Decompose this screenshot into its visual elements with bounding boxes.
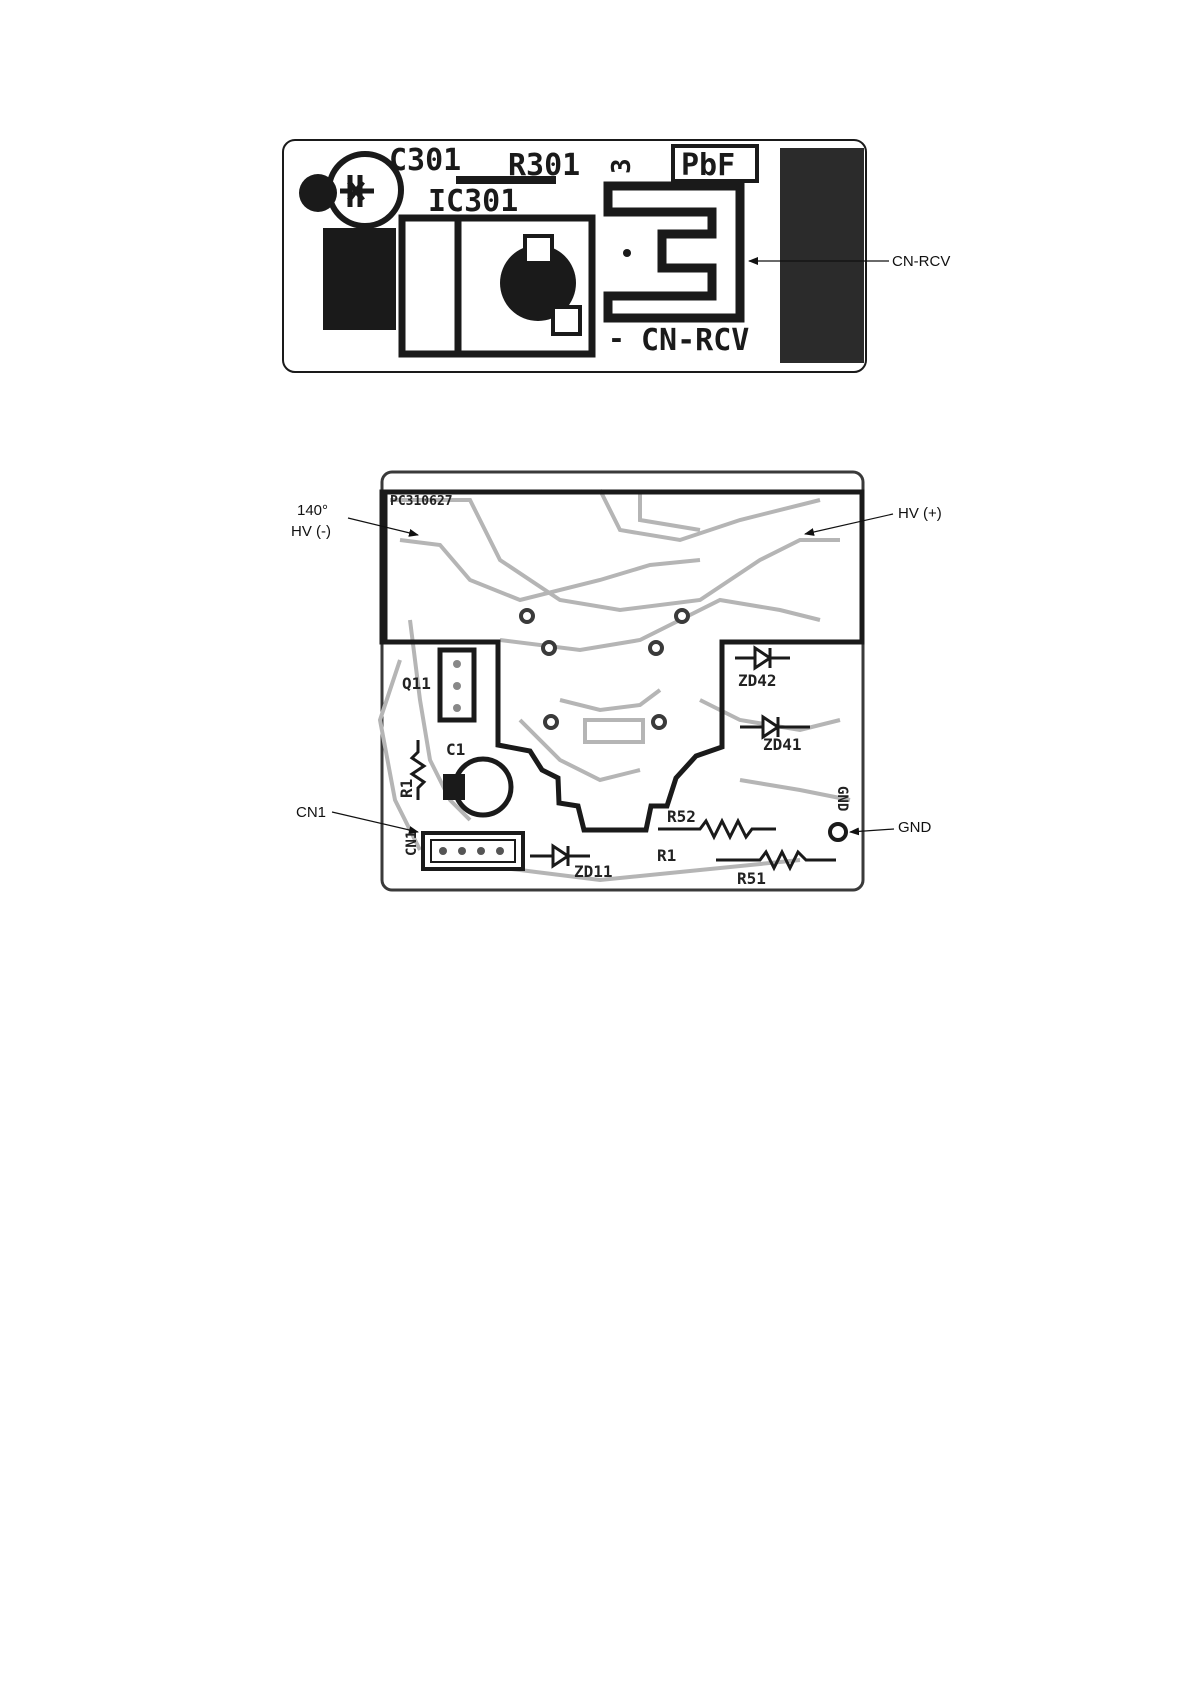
silk-c301: C301 (389, 143, 461, 178)
hv-board: PC310627 Q11 C1 R1 CN1 ZD42 ZD41 ZD11 R5… (291, 472, 942, 890)
callout-hv-plus: HV (+) (898, 505, 942, 522)
callout-angle: 140° (297, 502, 328, 519)
silk-board-code: PC310627 (390, 494, 453, 509)
silk-r301: R301 (508, 148, 580, 183)
callout-hv-minus: HV (-) (291, 523, 331, 540)
silk-q11: Q11 (402, 674, 431, 693)
cn1-footprint (423, 833, 523, 869)
silk-r52: R52 (667, 807, 696, 826)
ic301-footprint (402, 218, 592, 354)
silk-r51: R51 (737, 869, 766, 888)
silk-gnd: GND (834, 786, 850, 811)
q11-footprint (440, 650, 474, 720)
cn-rcv-connector (608, 186, 740, 318)
gnd-pad (830, 824, 846, 840)
callout-cn-rcv: CN-RCV (892, 253, 950, 270)
silk-pin-dash: - (608, 322, 625, 355)
silk-cn-rcv: CN-RCV (641, 323, 749, 358)
callout-gnd: GND (898, 819, 932, 836)
silk-zd11: ZD11 (574, 862, 613, 881)
silk-pin3: 3 (607, 158, 637, 174)
callout-cn1: CN1 (296, 804, 326, 821)
silk-r1-bottom: R1 (657, 846, 676, 865)
receiver-black-block (780, 148, 864, 363)
silk-zd42: ZD42 (738, 671, 777, 690)
silk-cn1: CN1 (404, 831, 420, 856)
silk-c1: C1 (446, 740, 465, 759)
silk-pbf: PbF (681, 148, 735, 183)
silk-ic301: IC301 (428, 184, 518, 219)
silk-zd41: ZD41 (763, 735, 802, 754)
receiver-board: C301 R301 IC301 3 PbF - CN-RCV CN-RCV (283, 140, 950, 372)
silk-r1-left: R1 (397, 779, 416, 798)
